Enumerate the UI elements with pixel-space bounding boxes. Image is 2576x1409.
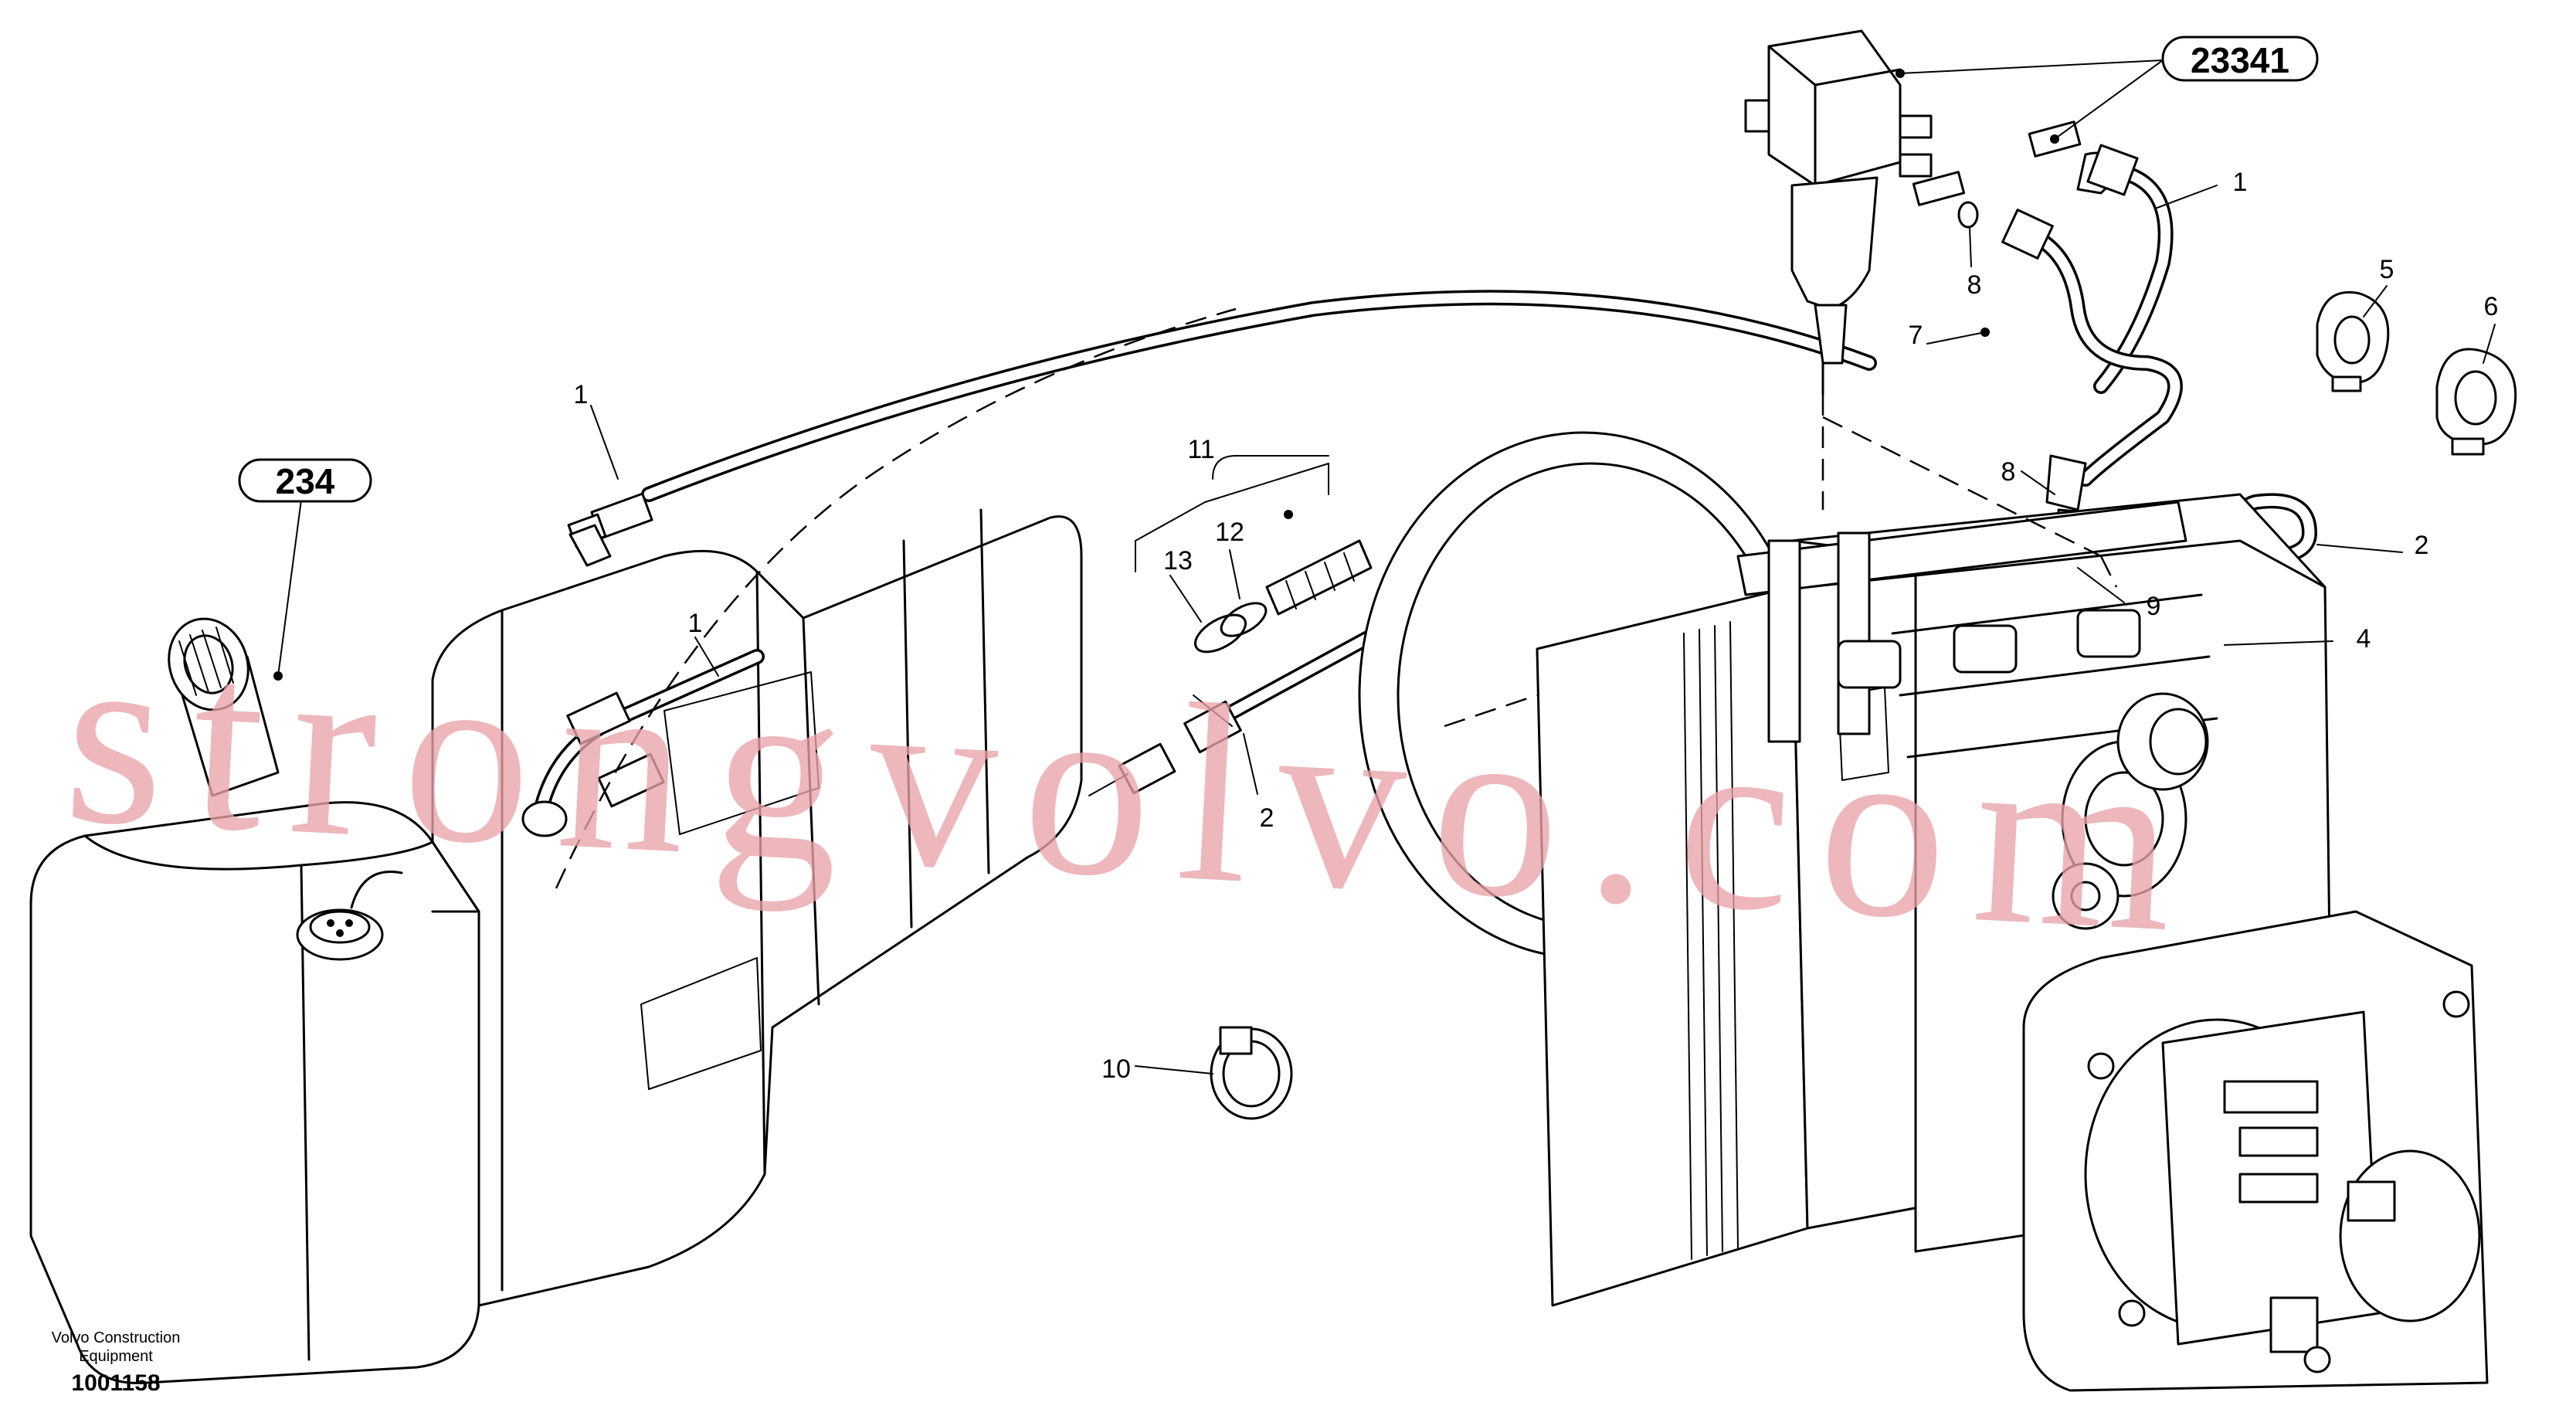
- callout-13-ring: 13: [1163, 546, 1193, 575]
- callout-5-clip: 5: [2380, 255, 2394, 284]
- hose-item-2-middle: [1088, 618, 1398, 796]
- callout-7-hose: 7: [1909, 321, 1923, 350]
- reference-badge-234: 234: [238, 458, 372, 503]
- callout-10-clamp: 10: [1101, 1054, 1131, 1084]
- callout-labels: 1 1 1 2 2 4 5 6 7 8 8 9 10 11 12 13: [574, 168, 2499, 1084]
- footer-company-line-2: Equipment: [79, 1348, 153, 1365]
- callout-2-right-hose: 2: [2415, 531, 2429, 560]
- callout-8-seal-top: 8: [1967, 270, 1982, 300]
- fitting-group-11: [1194, 510, 1373, 654]
- hose-item-1-elbow: [521, 649, 765, 837]
- footer: Volvo Construction Equipment 1001158: [52, 1329, 181, 1396]
- callout-1-elbow-hose: 1: [688, 609, 703, 638]
- callout-11-fitting-group: 11: [1187, 435, 1214, 464]
- reference-label-234: 234: [276, 461, 335, 501]
- footer-company-line-1: Volvo Construction: [52, 1329, 181, 1346]
- engine-assembly: [1358, 431, 2489, 1392]
- document-number: 1001158: [71, 1370, 160, 1396]
- leader-lines: [273, 59, 2496, 1075]
- assembly-guide-lines: [555, 307, 2118, 889]
- callout-6-clip: 6: [2484, 292, 2499, 321]
- callout-9-adapter: 9: [2147, 592, 2161, 621]
- callout-8-seal-lower: 8: [2001, 457, 2016, 487]
- reference-badge-23341: 23341: [2161, 36, 2319, 82]
- clip-item-5: [2316, 290, 2390, 392]
- clip-item-6: [2435, 348, 2517, 456]
- callout-1-long-hose: 1: [574, 380, 589, 409]
- clamp-item-10: [1210, 1026, 1293, 1120]
- hose-item-1-long: [567, 290, 1877, 567]
- reference-label-23341: 23341: [2191, 40, 2289, 80]
- callout-2-middle-hose: 2: [1260, 803, 1274, 833]
- callout-4-clamp: 4: [2357, 624, 2371, 654]
- callout-1-filter-hose: 1: [2233, 168, 2248, 197]
- callout-12-ring: 12: [1215, 518, 1244, 547]
- filter-assembly: [1744, 29, 1933, 396]
